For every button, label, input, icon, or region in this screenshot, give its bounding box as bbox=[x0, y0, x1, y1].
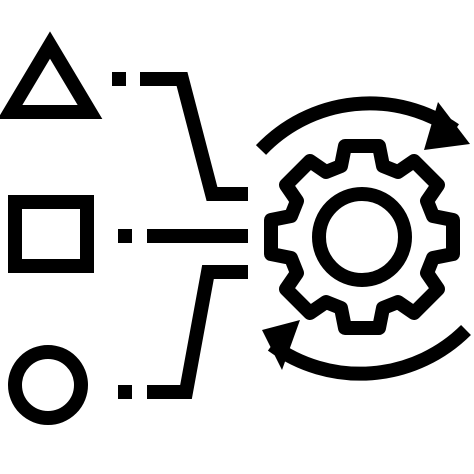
gear-hole bbox=[312, 187, 412, 287]
arrow-head-bottom bbox=[262, 320, 300, 370]
gear-icon bbox=[264, 139, 460, 335]
circle-icon bbox=[8, 345, 88, 425]
arrow-arc-bottom bbox=[267, 325, 471, 381]
arrow-heads bbox=[262, 102, 470, 370]
rotation-arrows-icon bbox=[255, 96, 471, 381]
gear-outline bbox=[264, 139, 460, 335]
arrow-head-top bbox=[424, 102, 470, 150]
input-shapes bbox=[0, 31, 103, 425]
arrow-arc-top bbox=[255, 96, 459, 155]
connector-line-bottom bbox=[147, 265, 248, 399]
square-icon bbox=[8, 195, 94, 273]
connector-line-top bbox=[140, 72, 248, 201]
triangle-icon bbox=[0, 31, 103, 119]
connector-lines bbox=[112, 72, 248, 399]
